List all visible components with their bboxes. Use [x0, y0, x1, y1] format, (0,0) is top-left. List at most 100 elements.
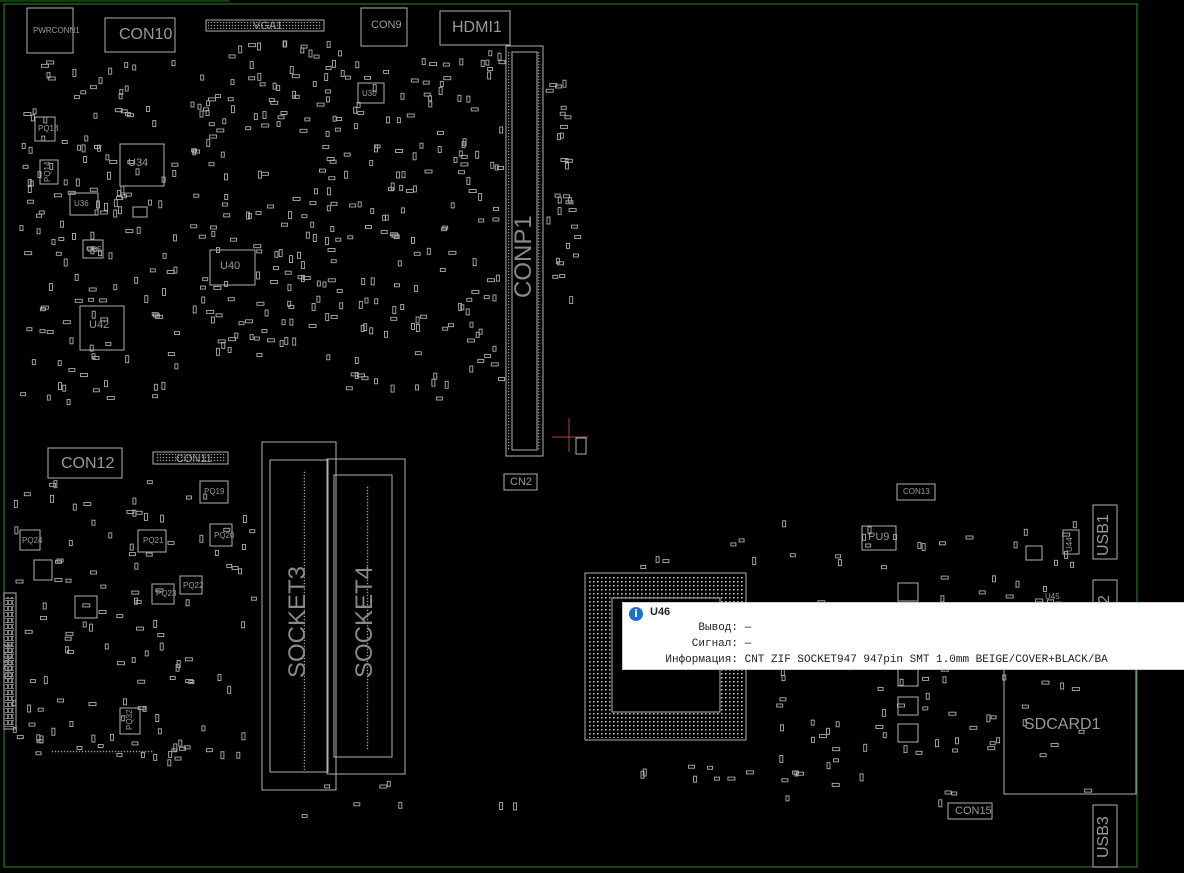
smd-component[interactable]	[155, 714, 160, 722]
smd-component[interactable]	[640, 565, 647, 569]
smd-component[interactable]	[89, 85, 97, 90]
smd-component[interactable]	[257, 170, 262, 179]
smd-component[interactable]	[468, 189, 477, 193]
smd-component[interactable]	[31, 359, 36, 366]
smd-component[interactable]	[250, 596, 257, 601]
smd-component[interactable]	[358, 300, 363, 309]
smd-component[interactable]	[19, 225, 24, 232]
con13-outline[interactable]	[896, 483, 936, 501]
smd-component[interactable]	[349, 203, 357, 208]
smd-component[interactable]	[789, 553, 796, 558]
smd-component[interactable]	[364, 297, 369, 304]
smd-component[interactable]	[347, 235, 354, 240]
smd-component[interactable]	[325, 313, 330, 321]
smd-component[interactable]	[134, 276, 139, 284]
smd-component[interactable]	[301, 814, 308, 818]
smd-component[interactable]	[54, 577, 63, 582]
smd-component[interactable]	[116, 661, 125, 666]
smd-component[interactable]	[125, 355, 130, 364]
smd-component[interactable]	[406, 113, 415, 118]
smd-component[interactable]	[1005, 594, 1014, 599]
smd-component[interactable]	[922, 706, 929, 711]
smd-component[interactable]	[23, 492, 31, 497]
smd-component[interactable]	[153, 383, 158, 391]
smd-component[interactable]	[305, 231, 310, 239]
smd-component[interactable]	[369, 159, 374, 166]
smd-component[interactable]	[881, 708, 886, 717]
smd-component[interactable]	[421, 58, 426, 66]
smd-component[interactable]	[422, 80, 430, 85]
smd-component[interactable]	[1072, 521, 1077, 529]
smd-component[interactable]	[110, 733, 114, 741]
smd-component[interactable]	[227, 297, 235, 302]
smd-component[interactable]	[93, 145, 100, 149]
smd-component[interactable]	[223, 527, 231, 532]
smd-component[interactable]	[124, 111, 131, 116]
smd-component[interactable]	[214, 549, 219, 556]
smd-component[interactable]	[284, 336, 289, 345]
smd-component[interactable]	[1060, 682, 1065, 690]
smd-component[interactable]	[57, 698, 65, 703]
smd-component[interactable]	[311, 303, 316, 311]
smd-component[interactable]	[424, 169, 433, 174]
smd-component[interactable]	[308, 49, 313, 58]
smd-component[interactable]	[423, 92, 431, 97]
smd-component[interactable]	[458, 150, 463, 157]
smd-component[interactable]	[458, 170, 465, 175]
smd-component[interactable]	[810, 736, 815, 743]
smd-component[interactable]	[38, 210, 45, 215]
smd-component[interactable]	[197, 103, 202, 110]
smd-component[interactable]	[113, 199, 118, 208]
smd-component[interactable]	[37, 171, 42, 179]
smd-component[interactable]	[493, 206, 499, 211]
smd-component[interactable]	[37, 707, 44, 712]
smd-component[interactable]	[992, 575, 996, 583]
smd-component[interactable]	[399, 184, 404, 191]
smd-component[interactable]	[80, 90, 87, 95]
smd-component[interactable]	[105, 154, 110, 161]
smd-component[interactable]	[398, 801, 403, 809]
smd-component[interactable]	[28, 146, 33, 154]
smd-component[interactable]	[475, 331, 480, 338]
smd-component[interactable]	[559, 132, 564, 139]
smd-component[interactable]	[123, 698, 127, 706]
smd-component[interactable]	[428, 101, 433, 108]
pwrconn1-outline[interactable]	[26, 7, 74, 54]
smd-component[interactable]	[316, 102, 325, 107]
smd-component[interactable]	[282, 40, 287, 48]
smd-component[interactable]	[357, 110, 365, 115]
smd-component[interactable]	[48, 283, 53, 292]
smd-component[interactable]	[288, 304, 295, 309]
smd-component[interactable]	[90, 246, 95, 255]
smd-component[interactable]	[396, 171, 401, 179]
smd-component[interactable]	[198, 234, 206, 239]
smd-component[interactable]	[242, 515, 247, 523]
smd-component[interactable]	[903, 745, 908, 754]
smd-component[interactable]	[134, 562, 139, 570]
smd-component[interactable]	[259, 82, 266, 87]
smd-component[interactable]	[72, 503, 77, 511]
smd-component[interactable]	[100, 584, 107, 589]
u34-outline[interactable]	[119, 143, 165, 187]
smd-component[interactable]	[178, 739, 183, 747]
smd-component[interactable]	[492, 345, 497, 352]
smd-component[interactable]	[174, 363, 179, 370]
smd-component[interactable]	[300, 44, 308, 49]
smd-component[interactable]	[245, 319, 253, 324]
smd-component[interactable]	[557, 207, 562, 216]
smd-component[interactable]	[248, 43, 257, 48]
smd-component[interactable]	[779, 755, 784, 763]
smd-component[interactable]	[462, 138, 467, 147]
smd-component[interactable]	[414, 351, 422, 356]
smd-component[interactable]	[572, 253, 579, 258]
smd-component[interactable]	[478, 328, 483, 335]
smd-component[interactable]	[155, 588, 164, 593]
smd-component[interactable]	[23, 112, 32, 116]
smd-component[interactable]	[72, 233, 76, 240]
smd-component[interactable]	[202, 277, 209, 282]
smd-component[interactable]	[354, 123, 358, 130]
smd-component[interactable]	[272, 82, 277, 90]
smd-component[interactable]	[249, 529, 256, 534]
smd-component[interactable]	[340, 69, 345, 77]
smd-component[interactable]	[132, 64, 137, 71]
